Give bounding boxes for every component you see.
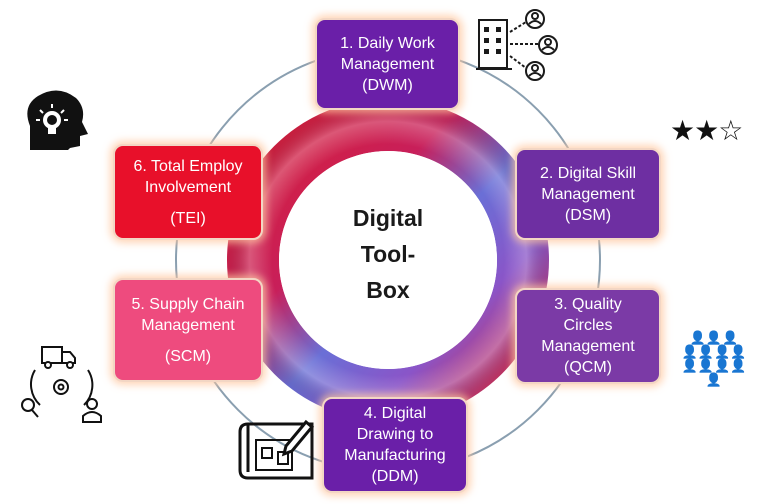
center-title-line-2: Tool- <box>360 241 416 267</box>
box-dwm-line-3: (DWM) <box>362 76 413 94</box>
box-ddm-line-1: 4. Digital <box>363 405 427 422</box>
box-tei-line-1: 6. Total Employ <box>133 157 243 175</box>
blueprint-pencil-icon <box>238 419 315 480</box>
box-tei-line-3: (TEI) <box>170 209 206 227</box>
box-quality-circles-management: 3. Quality Circles Management (QCM) <box>515 288 661 384</box>
box-scm-line-1: 5. Supply Chain <box>131 295 245 313</box>
box-tei-line-2: Involvement <box>144 178 232 196</box>
box-daily-work-management: 1. Daily Work Management (DWM) <box>315 18 460 110</box>
box-dsm-line-1: 2. Digital Skill <box>539 164 637 182</box>
box-dsm-line-3: (DSM) <box>564 206 612 224</box>
box-ddm-line-4: (DDM) <box>371 468 419 485</box>
box-dsm-line-2: Management <box>541 185 635 203</box>
team-pyramid-people: 👤👤👤 👤👤👤👤 👤👤👤👤👤 <box>681 331 747 388</box>
box-dwm-line-1: 1. Daily Work <box>340 34 435 52</box>
box-ddm-line-2: Drawing to <box>356 426 434 443</box>
box-ddm-line-3: Manufacturing <box>344 447 446 464</box>
box-supply-chain-management: 5. Supply Chain Management (SCM) <box>113 278 263 382</box>
center-disc <box>279 151 497 369</box>
box-scm-line-2: Management <box>141 316 235 334</box>
box-scm-line-3: (SCM) <box>164 347 212 365</box>
building-people-icon <box>476 9 558 81</box>
box-digital-skill-management: 2. Digital Skill Management (DSM) <box>515 148 661 240</box>
box-qcm-line-1: 3. Quality <box>554 296 622 313</box>
stars-rating-icon: ★★☆ <box>670 114 743 147</box>
box-dwm-line-2: Management <box>340 55 435 73</box>
box-qcm-line-3: Management <box>541 338 635 355</box>
box-qcm-line-4: (QCM) <box>564 359 612 376</box>
box-qcm-line-2: Circles <box>563 317 613 334</box>
supply-chain-icon <box>21 346 102 423</box>
box-total-employ-involvement: 6. Total Employ Involvement (TEI) <box>113 144 263 240</box>
center-title-line-3: Box <box>366 277 410 303</box>
center-title: Digital Tool- Box <box>300 200 476 308</box>
center-title-line-1: Digital <box>352 205 424 231</box>
head-lightbulb-icon <box>27 90 88 150</box>
box-digital-drawing-to-manufacturing: 4. Digital Drawing to Manufacturing (DDM… <box>322 397 468 493</box>
